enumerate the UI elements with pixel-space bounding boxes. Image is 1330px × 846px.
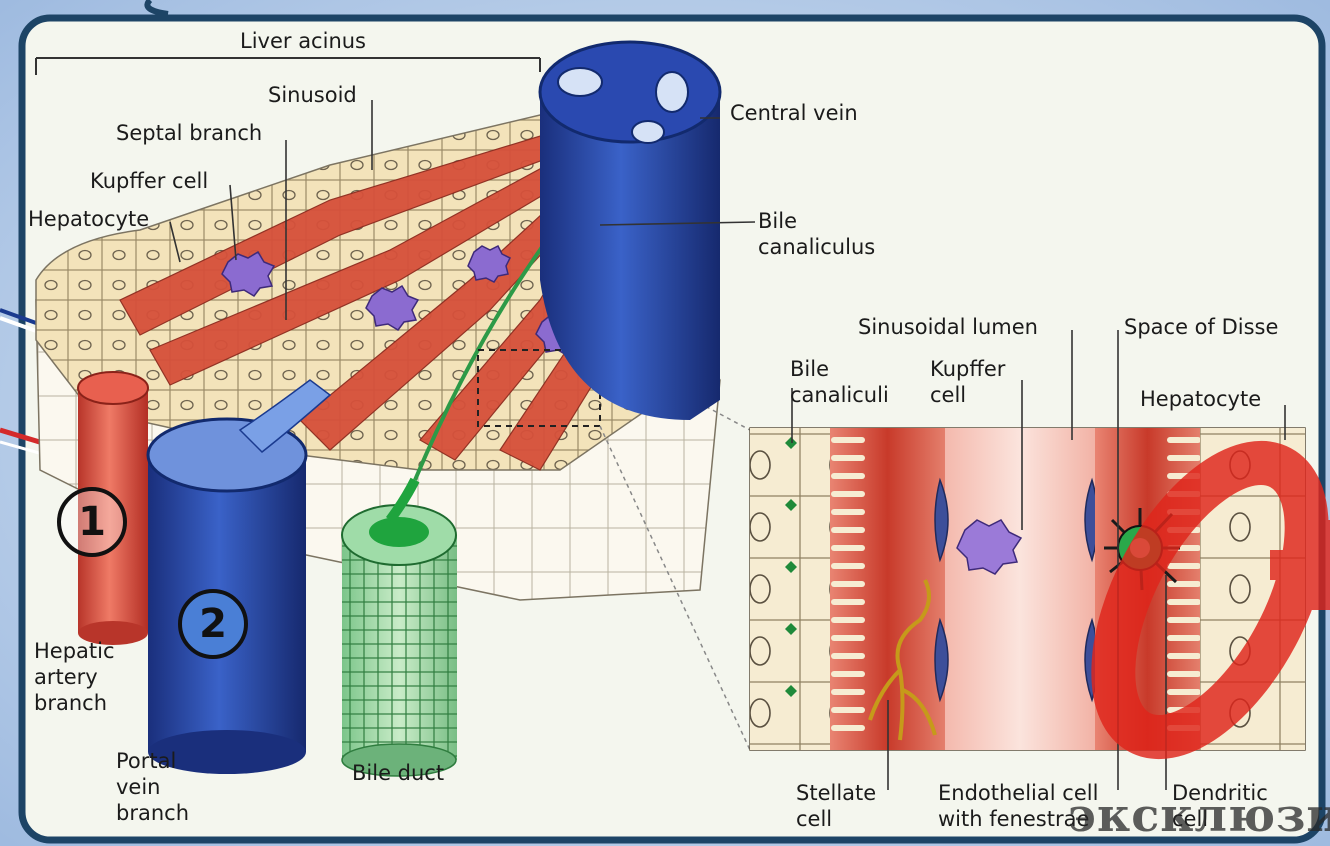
label-hepatocyte: Hepatocyte: [28, 206, 149, 232]
label-bile-canaliculus: Bile canaliculus: [758, 208, 875, 260]
label-portal-vein-branch: Portal vein branch: [116, 748, 189, 826]
marker-2: 2: [178, 589, 248, 659]
label-stellate-cell: Stellate cell: [796, 780, 876, 832]
label-space-of-disse: Space of Disse: [1124, 314, 1278, 340]
label-sinusoid: Sinusoid: [268, 82, 357, 108]
label-hepatocyte-detail: Hepatocyte: [1140, 386, 1261, 412]
marker-1: 1: [57, 487, 127, 557]
label-liver-acinus: Liver acinus: [240, 28, 366, 54]
label-sinusoidal-lumen: Sinusoidal lumen: [858, 314, 1038, 340]
label-septal-branch: Septal branch: [116, 120, 262, 146]
label-kupffer-cell-detail: Kupffer cell: [930, 356, 1005, 408]
watermark-text: эксклюзив: [1068, 788, 1330, 842]
label-hepatic-artery-branch: Hepatic artery branch: [34, 638, 115, 716]
label-bile-canaliculi: Bile canaliculi: [790, 356, 889, 408]
label-central-vein: Central vein: [730, 100, 858, 126]
label-bile-duct: Bile duct: [352, 760, 444, 786]
bile-duct: [342, 480, 457, 776]
label-kupffer-cell: Kupffer cell: [90, 168, 208, 194]
